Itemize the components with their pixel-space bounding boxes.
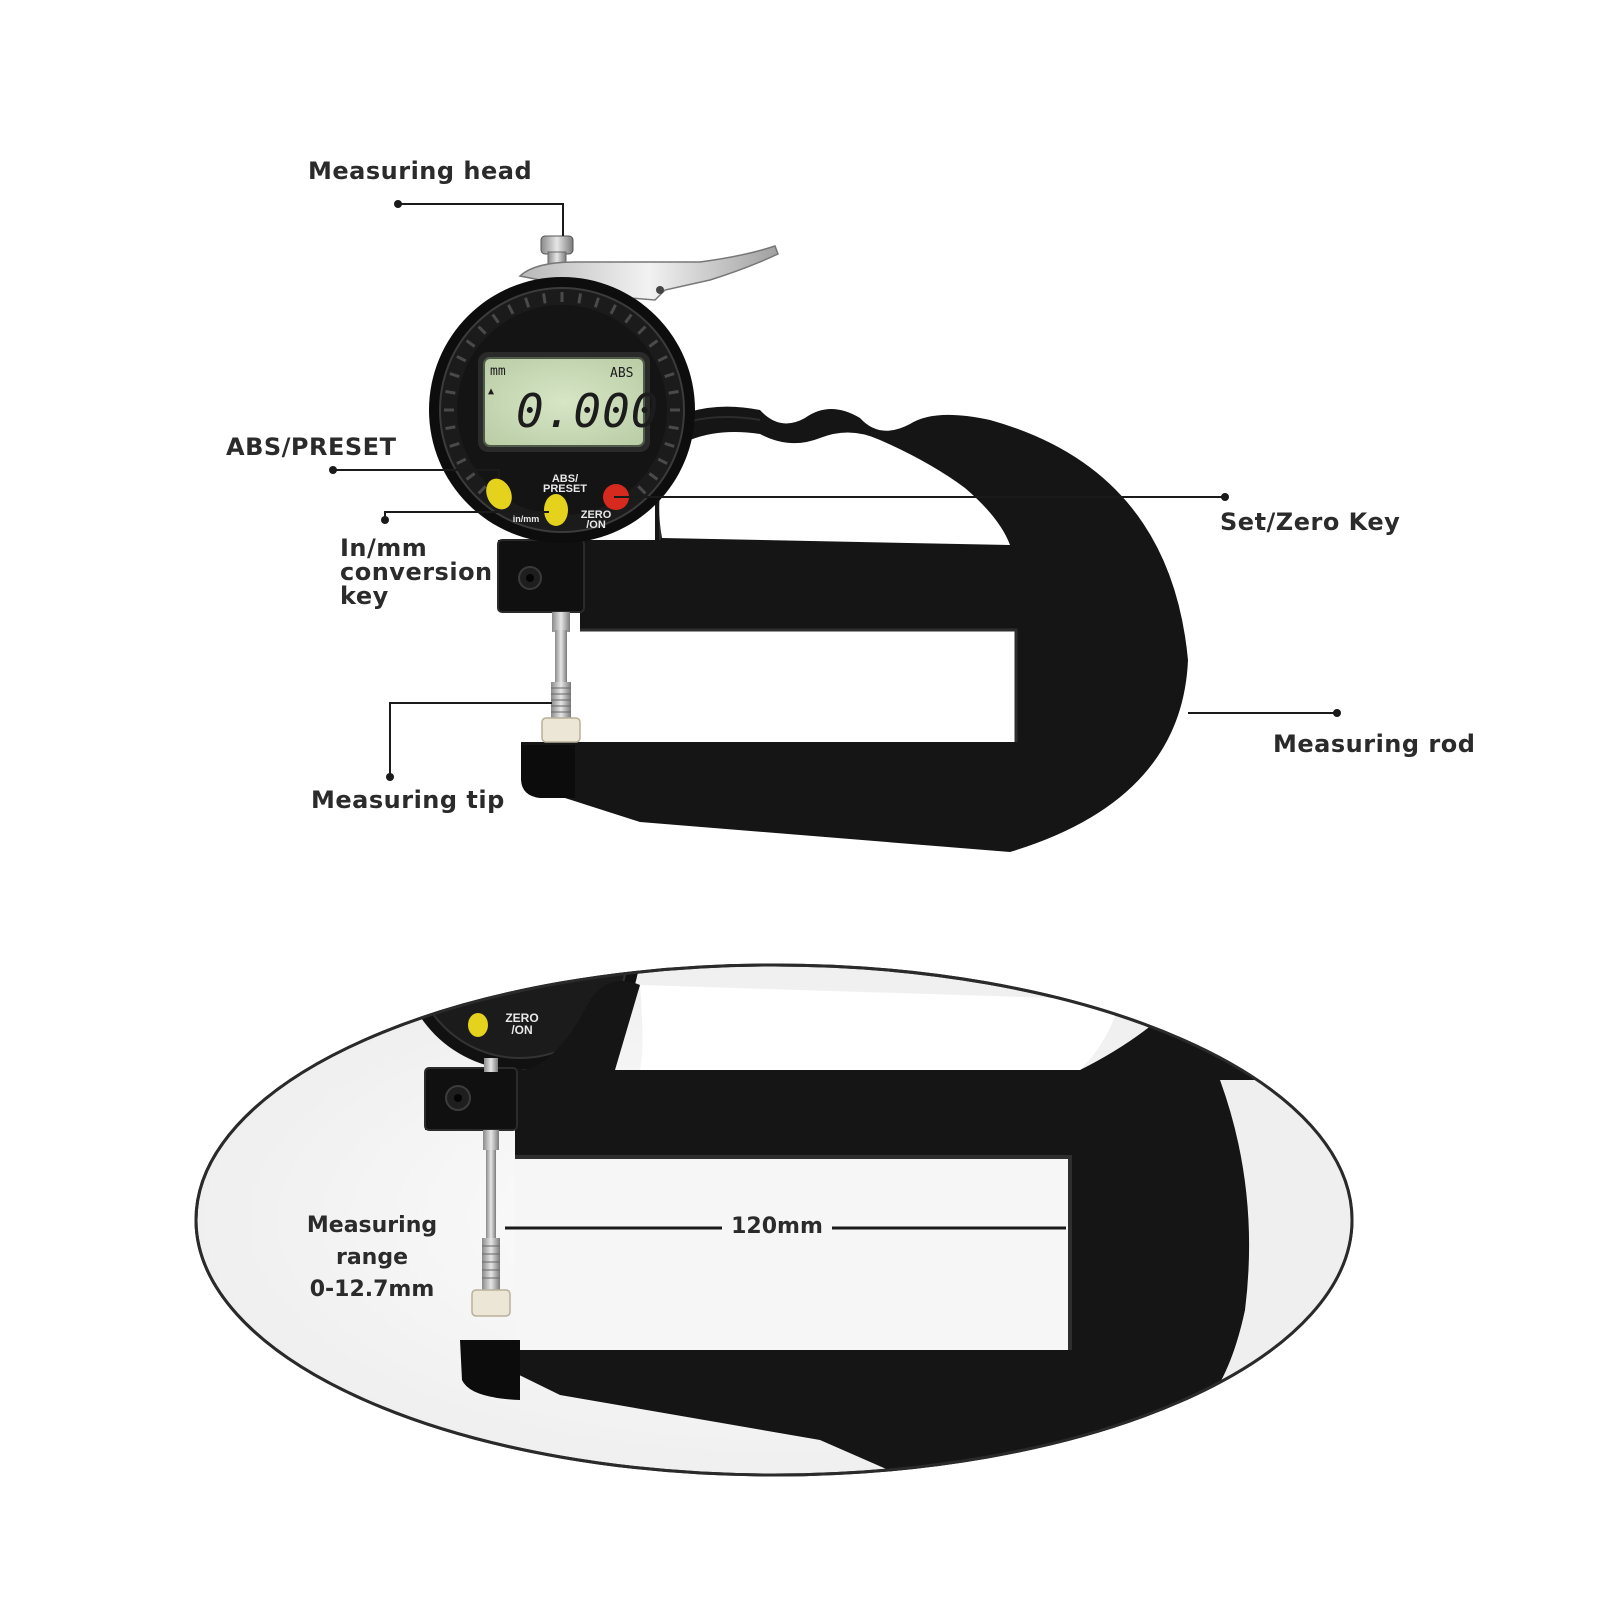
bezel-tick <box>637 485 647 495</box>
bezel-tick <box>668 425 679 430</box>
bezel-tick <box>477 485 487 495</box>
zoomed-frame <box>400 965 1352 1475</box>
inmm-button-text: in/mm <box>512 514 540 524</box>
bezel-tick <box>445 425 456 430</box>
bezel-tick <box>624 313 633 324</box>
bezel-tick <box>637 325 647 335</box>
bezel-tick <box>593 297 600 308</box>
bezel-tick <box>524 297 531 308</box>
measuring-tip <box>541 612 581 743</box>
lcd-mode: ABS <box>610 366 634 381</box>
bezel-tick <box>577 293 582 304</box>
zero-button-text: ZERO /ON <box>580 509 612 531</box>
label-measuring-rod: Measuring rod <box>1273 730 1476 758</box>
bezel-tick <box>456 355 467 363</box>
label-measuring-range: Measuring range 0-12.7mm <box>306 1213 438 1302</box>
bezel-tick <box>657 457 668 465</box>
bezel-tick <box>657 355 668 363</box>
bezel-tick <box>456 457 467 465</box>
label-abs-preset: ABS/PRESET <box>226 433 397 461</box>
lower-zero-button-text: ZERO /ON <box>505 1011 539 1037</box>
lcd-arrow: ▲ <box>488 386 495 397</box>
lcd-reading: 0.000 <box>516 384 660 438</box>
bezel-tick <box>449 372 460 379</box>
bezel-tick <box>491 313 500 324</box>
bezel-tick <box>507 304 515 315</box>
bezel-tick <box>664 372 675 379</box>
bezel-tick <box>648 339 659 348</box>
bezel-tick <box>648 472 659 481</box>
label-depth-120mm: 120mm <box>731 1214 823 1239</box>
bezel-tick <box>465 472 476 481</box>
label-measuring-tip: Measuring tip <box>311 786 505 814</box>
abs-preset-button-text: ABS/ PRESET <box>542 473 587 495</box>
bezel-tick <box>542 293 547 304</box>
label-set-zero-key: Set/Zero Key <box>1220 508 1401 536</box>
bezel-tick <box>668 390 679 395</box>
dial-gauge <box>429 277 695 543</box>
bezel-tick <box>609 304 617 315</box>
bezel-tick <box>445 390 456 395</box>
gauge-frame <box>497 406 1188 852</box>
label-inmm-conversion-key: In/mm conversion key <box>340 534 493 610</box>
bezel-tick <box>465 339 476 348</box>
lcd-unit: mm <box>490 364 506 379</box>
bezel-tick <box>664 441 675 448</box>
bezel-tick <box>449 441 460 448</box>
bezel-tick <box>477 325 487 335</box>
label-measuring-head: Measuring head <box>308 157 533 185</box>
